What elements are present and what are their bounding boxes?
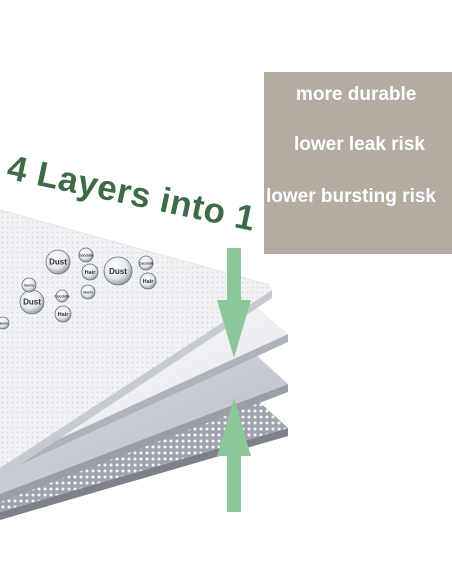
- particle-bubble: Hair: [81, 263, 99, 281]
- particle-bubble: Dust: [45, 249, 71, 275]
- layer-top: [0, 209, 272, 478]
- particle-label: Germ: [83, 291, 92, 295]
- particle-label: Coccidia: [79, 254, 95, 258]
- feature-more-durable: more durable: [296, 84, 417, 105]
- particle-bubble: Germ: [0, 316, 10, 330]
- layer-mesh: [0, 398, 288, 520]
- particle-bubble: Dust: [19, 289, 45, 315]
- particle-bubble: Dust: [103, 256, 133, 286]
- particle-label: Dust: [49, 258, 67, 267]
- particle-bubble: Germ: [80, 284, 96, 300]
- down-arrow-icon: [217, 248, 251, 358]
- feature-lower-leak-risk: lower leak risk: [294, 134, 425, 155]
- particle-label: Hair: [58, 312, 70, 318]
- particle-bubble: Coccidia: [79, 247, 95, 263]
- feature-lower-bursting-risk: lower bursting risk: [266, 186, 436, 207]
- particle-label: Coccidia: [55, 294, 71, 298]
- particle-bubble: Coccidia: [55, 289, 71, 303]
- particle-bubble: Germ: [21, 277, 37, 293]
- layer-gray: [0, 354, 288, 502]
- particle-bubble: Hair: [139, 272, 157, 290]
- particle-label: Germ: [24, 284, 33, 288]
- particle-bubble: Coccidia: [139, 255, 155, 271]
- particle-label: Germ: [0, 321, 8, 325]
- particle-label: Hair: [143, 279, 155, 285]
- particle-label: Coccidia: [139, 262, 155, 266]
- particle-label: Dust: [23, 298, 41, 307]
- particle-bubbles: DustDustDustHairHairHairGermGermCoccidia…: [0, 247, 157, 330]
- particle-bubble: Hair: [54, 305, 72, 323]
- particle-label: Hair: [85, 270, 97, 276]
- particle-label: Dust: [109, 267, 127, 276]
- up-arrow-icon: [217, 398, 251, 512]
- features-box: more durable lower leak risk lower burst…: [264, 72, 452, 254]
